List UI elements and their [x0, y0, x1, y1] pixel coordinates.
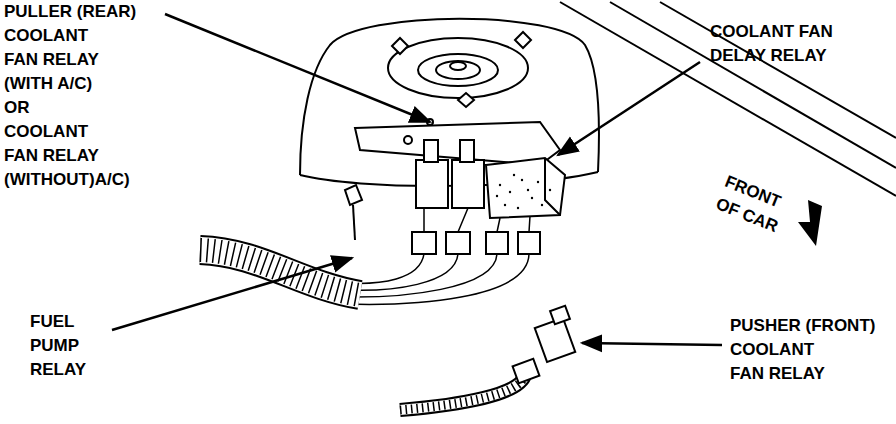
callout-label: PUSHER (FRONT) COOLANT FAN RELAY: [730, 314, 875, 386]
callout-label: COOLANT FAN DELAY RELAY: [710, 20, 833, 68]
callout-label: FRONT OF CAR: [712, 170, 790, 239]
callout-label: PULLER (REAR) COOLANT FAN RELAY (WITH A/…: [4, 0, 136, 192]
callout-label: FUEL PUMP RELAY: [30, 310, 86, 382]
